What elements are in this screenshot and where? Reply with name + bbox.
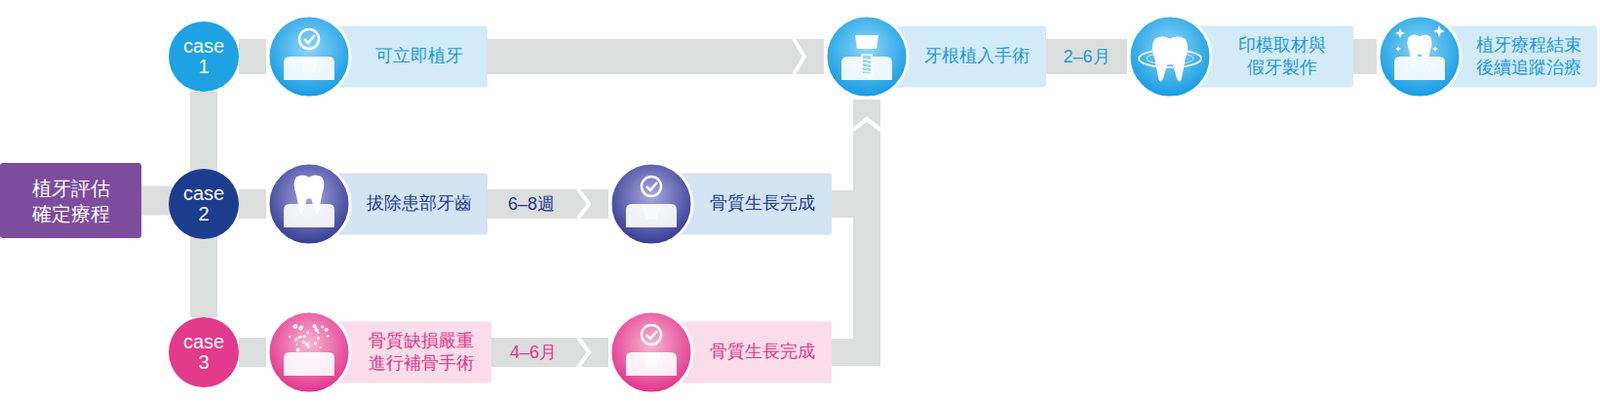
process-step: 骨質缺損嚴重 進行補骨手術 <box>266 309 492 395</box>
process-step: 骨質生長完成 <box>608 309 832 395</box>
icon-circle <box>268 162 351 245</box>
flow-chevron <box>853 118 881 130</box>
step-label: 植牙療程結束 後續追蹤治療 <box>1468 34 1590 80</box>
step-icon <box>625 176 677 228</box>
step-shape <box>266 309 492 395</box>
process-step: 牙根植入手術 <box>823 13 1047 100</box>
icon-circle <box>610 162 693 245</box>
step-shape <box>1127 13 1354 100</box>
step-icon <box>841 35 893 80</box>
case-circle: case 1 <box>168 21 239 92</box>
step-icon <box>283 29 335 80</box>
icon-circle <box>825 15 908 98</box>
case-label: case 1 <box>178 36 230 78</box>
flow-band <box>238 39 267 75</box>
icon-circle <box>1378 15 1461 98</box>
flow-chevron <box>578 189 589 219</box>
icon-circle <box>610 311 693 393</box>
case-label: case 2 <box>178 183 230 225</box>
step-icon <box>283 174 335 228</box>
process-step: 印模取材與 假牙製作 <box>1127 13 1354 100</box>
step-label: 植牙評估 確定療程 <box>7 175 134 227</box>
flow-chevron <box>578 337 589 367</box>
process-step: 植牙療程結束 後續追蹤治療 <box>1376 13 1598 100</box>
start-box: 植牙評估 確定療程 <box>0 162 142 238</box>
icon-circle <box>268 15 351 98</box>
duration-label: 6–8週 <box>504 192 559 216</box>
step-shape <box>1376 13 1598 100</box>
process-step: 拔除患部牙齒 <box>266 160 488 247</box>
case-circle: case 2 <box>168 168 239 239</box>
flow-band <box>238 189 267 219</box>
step-label: 拔除患部牙齒 <box>366 192 472 215</box>
duration-label: 4–6月 <box>506 340 561 364</box>
connectors <box>141 56 1377 352</box>
flow-chevron <box>793 39 805 75</box>
icon-circle <box>268 311 351 393</box>
process-step: 骨質生長完成 <box>608 160 832 247</box>
flow-chevron <box>853 118 881 130</box>
flow-band <box>1046 39 1128 75</box>
step-label: 骨質缺損嚴重 進行補骨手術 <box>357 329 484 376</box>
step-icon <box>1138 36 1202 81</box>
step-label: 可立即植牙 <box>375 44 464 68</box>
step-label: 印模取材與 假牙製作 <box>1218 34 1346 80</box>
flow-band <box>238 337 267 367</box>
step-label: 骨質生長完成 <box>709 192 816 215</box>
step-label: 牙根植入手術 <box>924 44 1030 68</box>
flow-band <box>1353 39 1377 75</box>
flow-band <box>487 189 609 219</box>
step-icon <box>1394 25 1445 80</box>
flow-band <box>487 39 824 75</box>
flow-band <box>831 99 867 352</box>
case-circle: case 3 <box>168 316 239 388</box>
step-icon <box>625 324 677 376</box>
step-label: 骨質生長完成 <box>709 340 816 363</box>
process-step: 可立即植牙 <box>266 13 488 100</box>
case-label: case 3 <box>178 331 230 373</box>
duration-label: 2–6月 <box>1058 44 1114 69</box>
flow-band <box>491 337 609 367</box>
step-icon <box>283 323 335 376</box>
chevrons <box>578 39 881 367</box>
icon-circle <box>1129 15 1211 98</box>
